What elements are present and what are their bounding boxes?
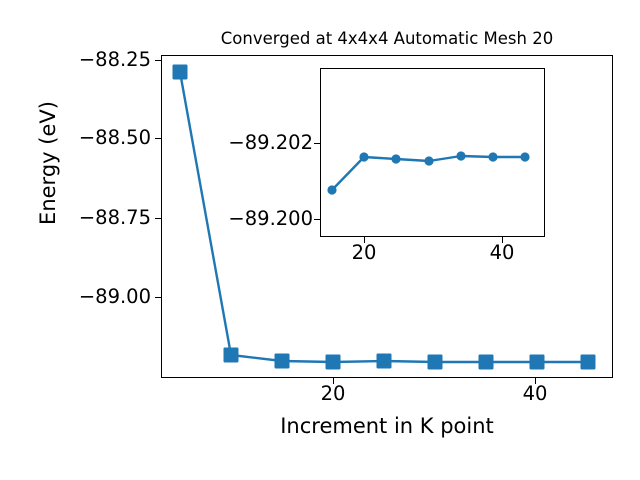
main-ytick-label-0: −88.25 (78, 48, 151, 71)
main-ytick-mark-1 (155, 138, 161, 139)
main-series-plot (172, 64, 596, 370)
main-xtick-mark-0 (333, 378, 334, 384)
inset-xtick-label-1: 40 (489, 241, 515, 264)
inset-axes-frame (320, 68, 545, 237)
main-ytick-mark-0 (155, 60, 161, 61)
inset-ytick-mark-0 (314, 143, 320, 144)
main-xtick-label-0: 20 (320, 382, 346, 405)
main-ytick-label-2: −88.75 (78, 206, 151, 229)
main-xtick-mark-1 (535, 378, 536, 384)
chart-title: Converged at 4x4x4 Automatic Mesh 20 (220, 29, 554, 48)
inset-series-markers (327, 151, 530, 195)
main-series-markers (172, 64, 596, 370)
y-axis-label: Energy (eV) (36, 101, 60, 225)
inset-ytick-label-0: −89.202 (228, 131, 313, 154)
inset-xtick-label-0: 20 (351, 241, 377, 264)
x-axis-label: Increment in K point (280, 414, 494, 438)
inset-series-plot (327, 151, 530, 195)
inset-ytick-mark-1 (314, 219, 320, 220)
main-ytick-label-3: −89.00 (78, 285, 151, 308)
main-axes-frame (161, 55, 613, 378)
inset-xtick-mark-0 (364, 237, 365, 243)
main-xtick-label-1: 40 (522, 382, 548, 405)
inset-ytick-label-1: −89.200 (228, 207, 313, 230)
main-ytick-label-1: −88.50 (78, 126, 151, 149)
main-ytick-mark-2 (155, 218, 161, 219)
inset-xtick-mark-1 (502, 237, 503, 243)
main-ytick-mark-3 (155, 297, 161, 298)
